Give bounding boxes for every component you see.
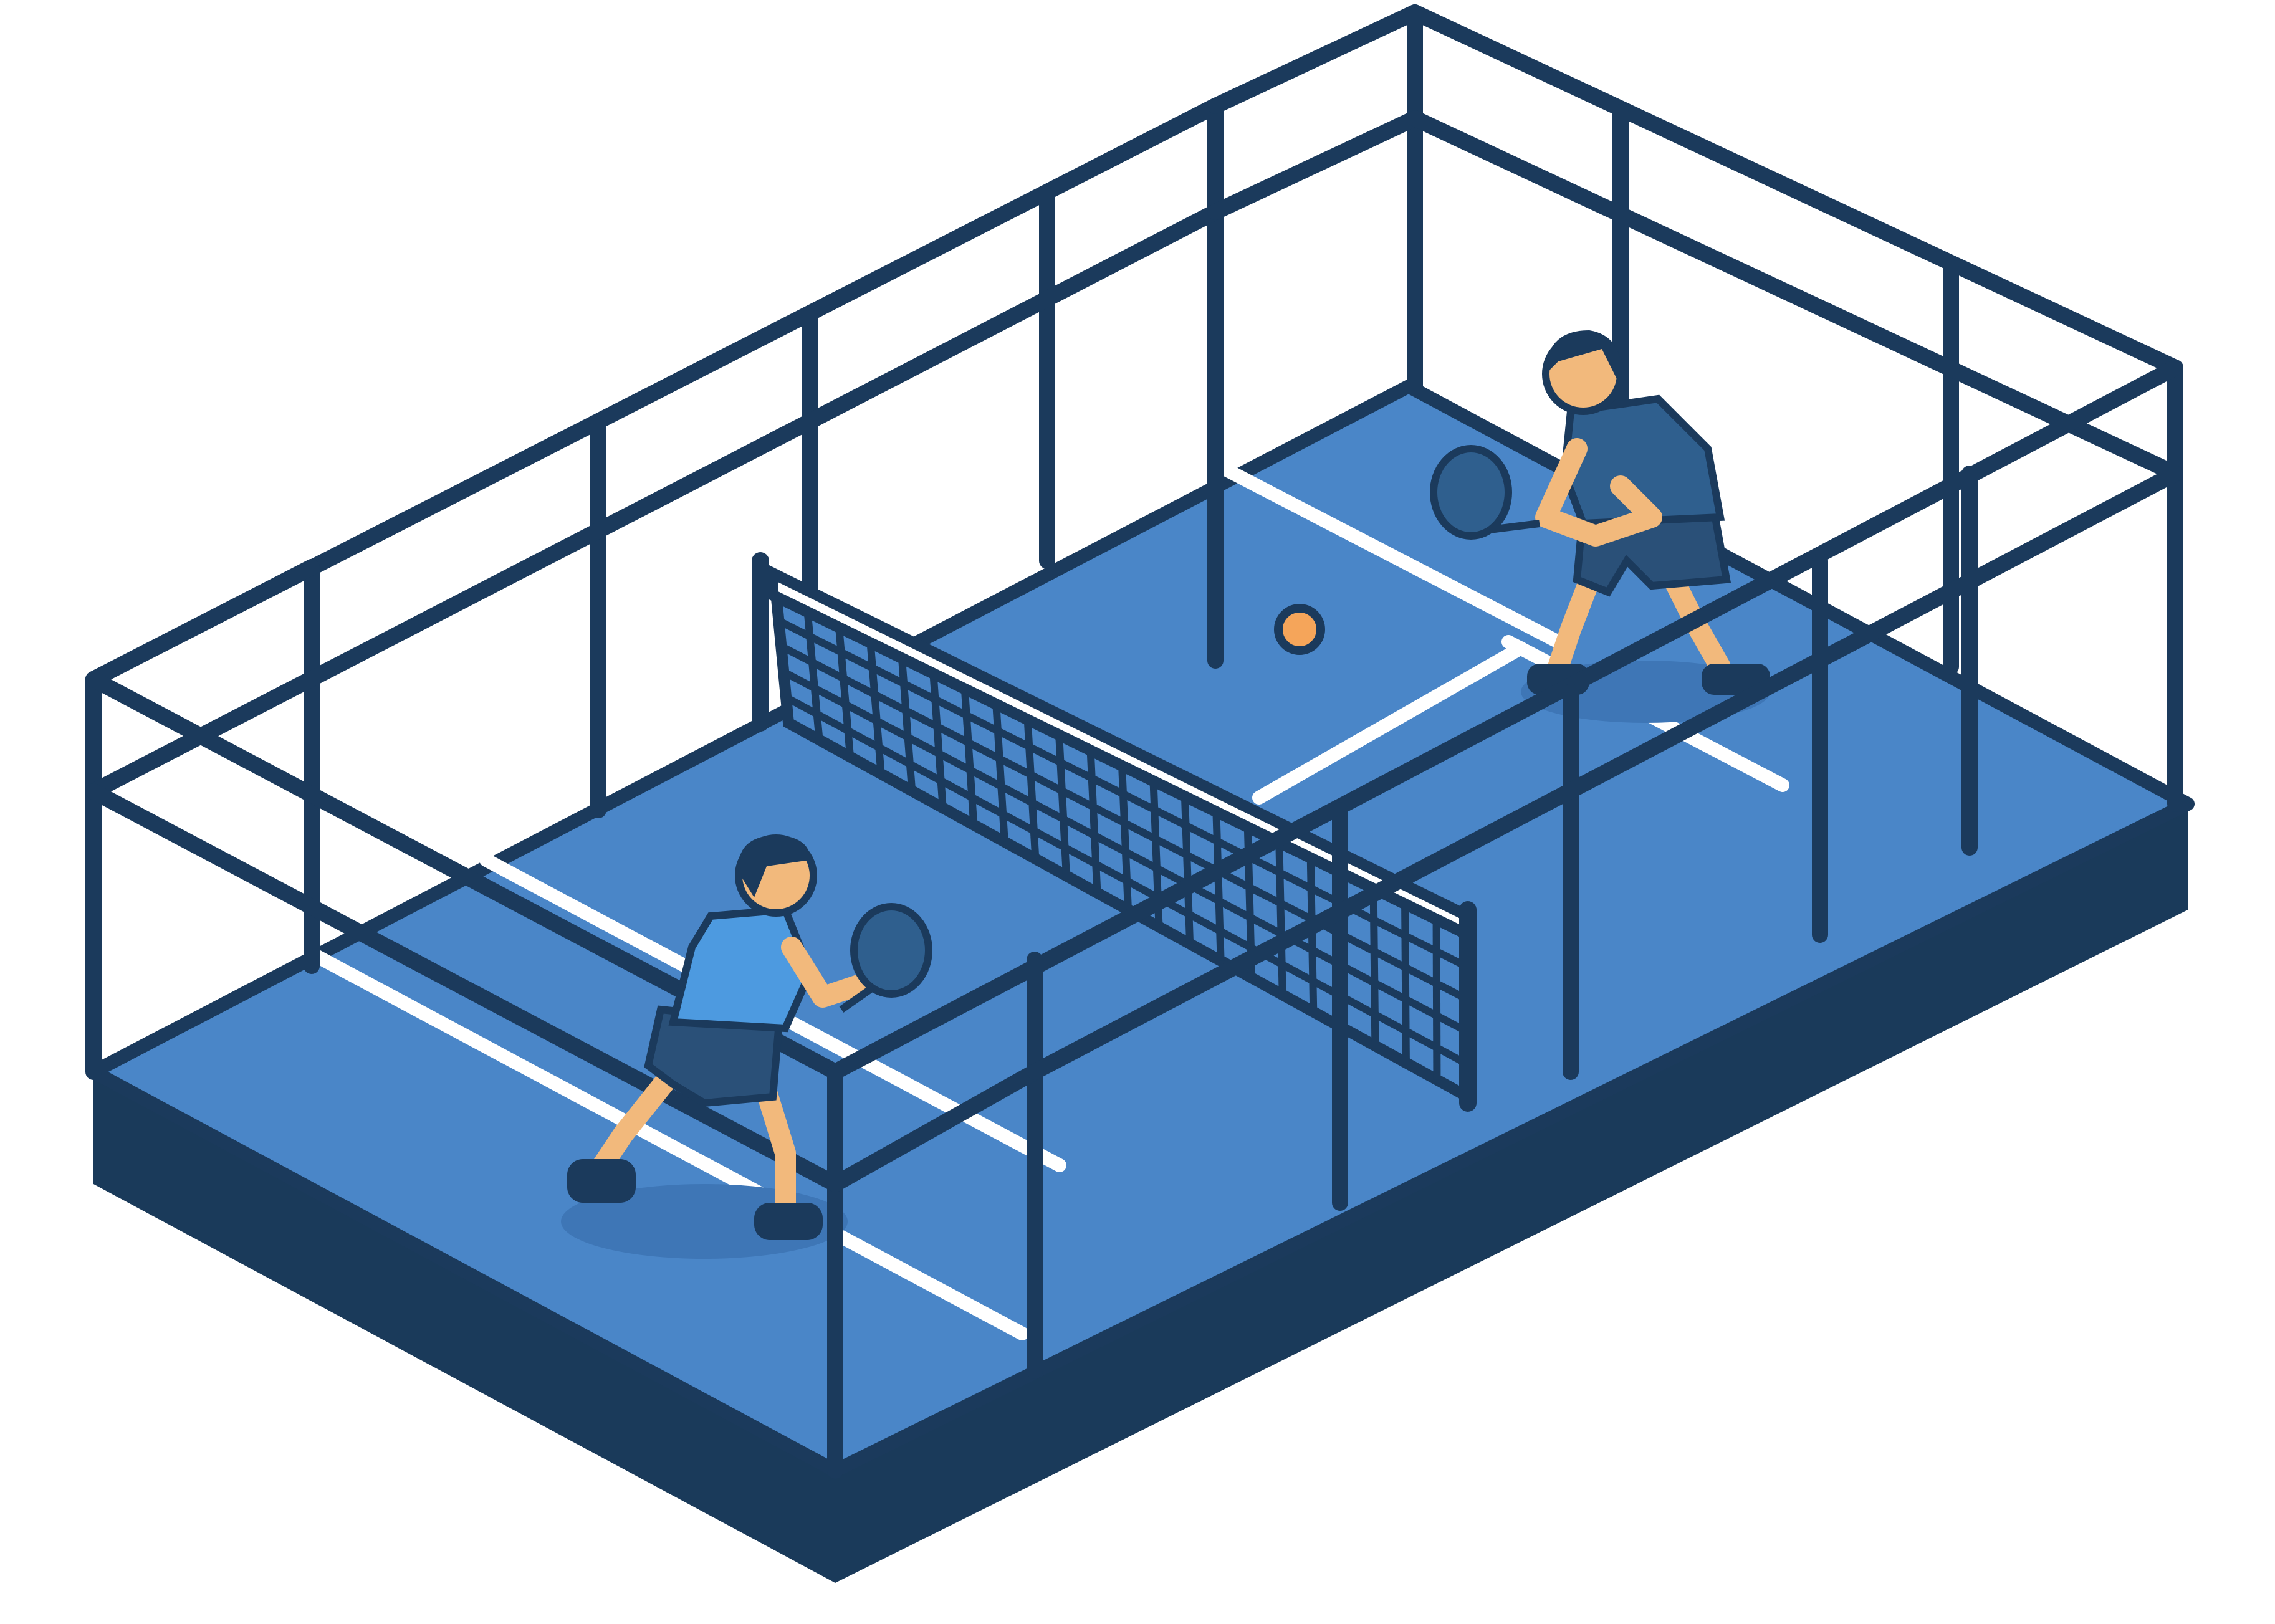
- net-horizontal-strand: [784, 694, 1470, 1068]
- player-far-hair: [1546, 330, 1622, 386]
- net-vertical-strand: [1401, 904, 1410, 1063]
- player-near-right-shoe: [754, 1203, 823, 1240]
- paddle-far-handle: [1489, 520, 1540, 533]
- net-horizontal-strand: [782, 668, 1470, 1036]
- back-fence: [85, 4, 2183, 1479]
- net-vertical-strand: [1181, 795, 1194, 944]
- net-horizontal-strand: [779, 642, 1470, 1003]
- player-near-hair: [738, 835, 810, 897]
- player-near-left-shoe: [567, 1159, 636, 1203]
- net: [752, 552, 1477, 1112]
- net-vertical-strand: [1055, 733, 1070, 876]
- paddle-near-handle: [839, 985, 875, 1013]
- ball-icon: [1274, 604, 1325, 655]
- player-near-icon: [561, 834, 932, 1259]
- net-vertical-strand: [1275, 842, 1286, 995]
- front-fence: [827, 360, 2183, 1479]
- net-vertical-strand: [929, 672, 947, 808]
- net-vertical-strand: [1086, 749, 1101, 894]
- paddle-near-icon: [850, 903, 932, 998]
- net-vertical-strand: [1212, 811, 1225, 961]
- net-vertical-strand: [1369, 888, 1379, 1046]
- paddle-far-icon: [1430, 445, 1512, 540]
- net-vertical-strand: [960, 687, 978, 826]
- court-base-right-side: [835, 804, 2188, 1583]
- net-vertical-strand: [992, 703, 1008, 843]
- court-base-left-side: [93, 1072, 835, 1583]
- net-vertical-strand: [1118, 765, 1132, 910]
- net-vertical-strand: [898, 656, 916, 791]
- player-far-arms: [1535, 438, 1662, 547]
- player-near-arms: [781, 937, 871, 1008]
- net-vertical-strand: [1023, 718, 1040, 859]
